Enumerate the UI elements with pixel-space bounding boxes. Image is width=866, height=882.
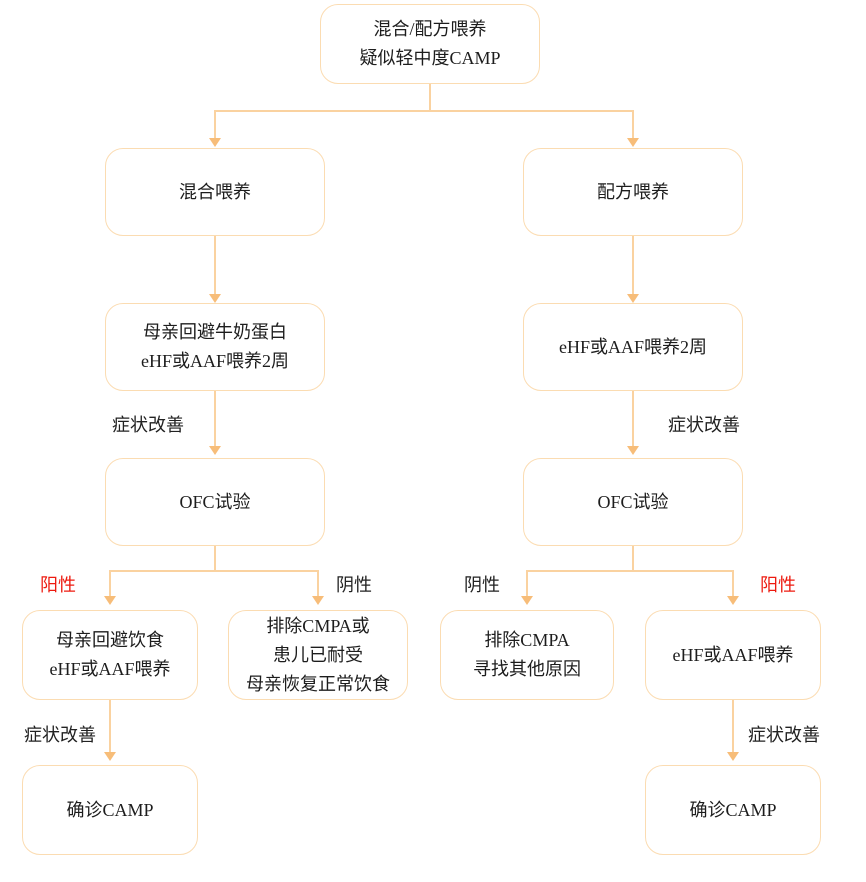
node-formula-negative: 排除CMPA 寻找其他原因: [440, 610, 614, 700]
edge-label-positive-right: 阳性: [760, 575, 796, 595]
arrowhead-icon: [104, 596, 116, 605]
connector-ofc-left-branch: [109, 570, 319, 572]
node-mixed-positive-line1: 母亲回避饮食: [56, 630, 164, 650]
node-formula-negative-line2: 寻找其他原因: [473, 659, 581, 679]
connector-to-formula: [632, 110, 634, 140]
edge-label-negative-left: 阴性: [336, 575, 372, 595]
connector-left-positive: [109, 570, 111, 598]
node-mixed-negative: 排除CMPA或 患儿已耐受 母亲恢复正常饮食: [228, 610, 408, 700]
edge-label-symptom-right: 症状改善: [668, 415, 740, 435]
connector-ofc-right-stem: [632, 546, 634, 572]
connector-confirm-left: [109, 700, 111, 752]
node-mixed-elimination: 母亲回避牛奶蛋白 eHF或AAF喂养2周: [105, 303, 325, 391]
node-mixed-feeding-label: 混合喂养: [179, 181, 251, 202]
connector-ofc-left-stem: [214, 546, 216, 572]
connector-confirm-right: [732, 700, 734, 752]
node-ofc-right-label: OFC试验: [597, 491, 669, 512]
node-mixed-elimination-line2: eHF或AAF喂养2周: [140, 351, 289, 371]
node-root: 混合/配方喂养 疑似轻中度CAMP: [320, 4, 540, 84]
node-formula-feeding-label: 配方喂养: [597, 181, 669, 202]
connector-root-branch: [214, 110, 634, 112]
node-root-line2: 疑似轻中度CAMP: [359, 48, 501, 68]
node-mixed-positive-line2: eHF或AAF喂养: [49, 659, 171, 679]
node-confirm-left-label: 确诊CAMP: [66, 799, 154, 820]
node-mixed-negative-line3: 母亲恢复正常饮食: [246, 673, 390, 694]
node-mixed-negative-line2: 患儿已耐受: [273, 644, 363, 665]
connector-right-negative: [526, 570, 528, 598]
arrowhead-icon: [312, 596, 324, 605]
connector-mixed-down: [214, 236, 216, 294]
node-mixed-elimination-line1: 母亲回避牛奶蛋白: [143, 322, 287, 342]
arrowhead-icon: [627, 294, 639, 303]
node-ofc-left: OFC试验: [105, 458, 325, 546]
arrowhead-icon: [209, 294, 221, 303]
arrowhead-icon: [104, 752, 116, 761]
node-confirm-right: 确诊CAMP: [645, 765, 821, 855]
arrowhead-icon: [521, 596, 533, 605]
connector-formula-down: [632, 236, 634, 294]
node-ofc-right: OFC试验: [523, 458, 743, 546]
edge-label-negative-right: 阴性: [464, 575, 500, 595]
node-root-line1: 混合/配方喂养: [373, 19, 487, 39]
connector-left-negative: [317, 570, 319, 598]
node-mixed-negative-line1: 排除CMPA或: [266, 615, 370, 636]
edge-label-positive-left: 阳性: [40, 575, 76, 595]
arrowhead-icon: [727, 752, 739, 761]
connector-formula-to-ofc: [632, 391, 634, 446]
node-formula-trial-label: eHF或AAF喂养2周: [558, 336, 707, 357]
node-formula-trial: eHF或AAF喂养2周: [523, 303, 743, 391]
node-formula-positive-label: eHF或AAF喂养: [672, 644, 794, 665]
node-formula-feeding: 配方喂养: [523, 148, 743, 236]
edge-label-symptom-bottom-right: 症状改善: [748, 725, 820, 745]
node-confirm-left: 确诊CAMP: [22, 765, 198, 855]
arrowhead-icon: [209, 138, 221, 147]
connector-right-positive: [732, 570, 734, 598]
connector-to-mixed: [214, 110, 216, 140]
connector-ofc-right-branch: [526, 570, 734, 572]
arrowhead-icon: [727, 596, 739, 605]
arrowhead-icon: [627, 138, 639, 147]
arrowhead-icon: [627, 446, 639, 455]
connector-mixed-to-ofc: [214, 391, 216, 446]
connector-root-stem: [429, 84, 431, 110]
node-formula-positive: eHF或AAF喂养: [645, 610, 821, 700]
node-formula-negative-line1: 排除CMPA: [484, 630, 570, 650]
node-mixed-feeding: 混合喂养: [105, 148, 325, 236]
edge-label-symptom-left: 症状改善: [112, 415, 184, 435]
node-ofc-left-label: OFC试验: [179, 491, 251, 512]
node-confirm-right-label: 确诊CAMP: [689, 799, 777, 820]
edge-label-symptom-bottom-left: 症状改善: [24, 725, 96, 745]
node-mixed-positive: 母亲回避饮食 eHF或AAF喂养: [22, 610, 198, 700]
arrowhead-icon: [209, 446, 221, 455]
